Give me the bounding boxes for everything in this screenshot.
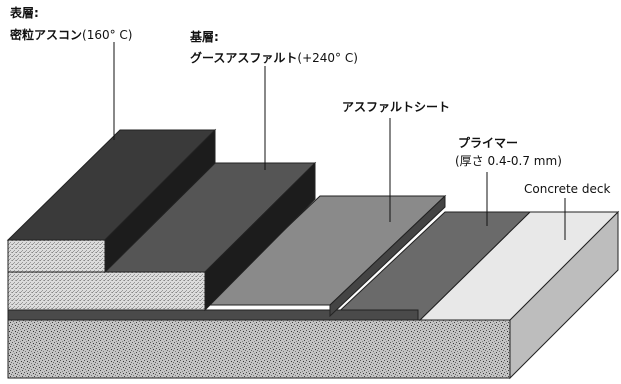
base-layer-label: グースアスファルト(+240° C) — [190, 47, 358, 66]
base-layer-front — [7, 271, 206, 311]
surface-layer-material: 密粒アスコン — [10, 28, 83, 42]
concrete-deck-label: Concrete deck — [524, 182, 611, 196]
surface-layer-label: 密粒アスコン(160° C) — [10, 24, 132, 43]
primer-thickness: (厚さ 0.4-0.7 mm) — [455, 154, 562, 168]
asphalt-sheet-label: アスファルトシート — [342, 100, 451, 114]
base-layer-material: グースアスファルト — [190, 51, 298, 65]
primer-front-strip — [7, 309, 419, 321]
surface-layer-front — [7, 239, 106, 273]
surface-layer-temperature: (160° C) — [82, 28, 133, 42]
primer-label: プライマー — [458, 136, 519, 150]
concrete-deck-front — [7, 319, 511, 379]
asphalt-sheet-edge — [329, 194, 446, 318]
surface-layer-side — [104, 128, 216, 274]
surface-layer-heading: 表層: — [10, 6, 39, 20]
base-layer-heading: 基層: — [190, 30, 219, 44]
base-layer-temperature: (+240° C) — [297, 51, 358, 65]
base-layer-side — [204, 161, 316, 312]
